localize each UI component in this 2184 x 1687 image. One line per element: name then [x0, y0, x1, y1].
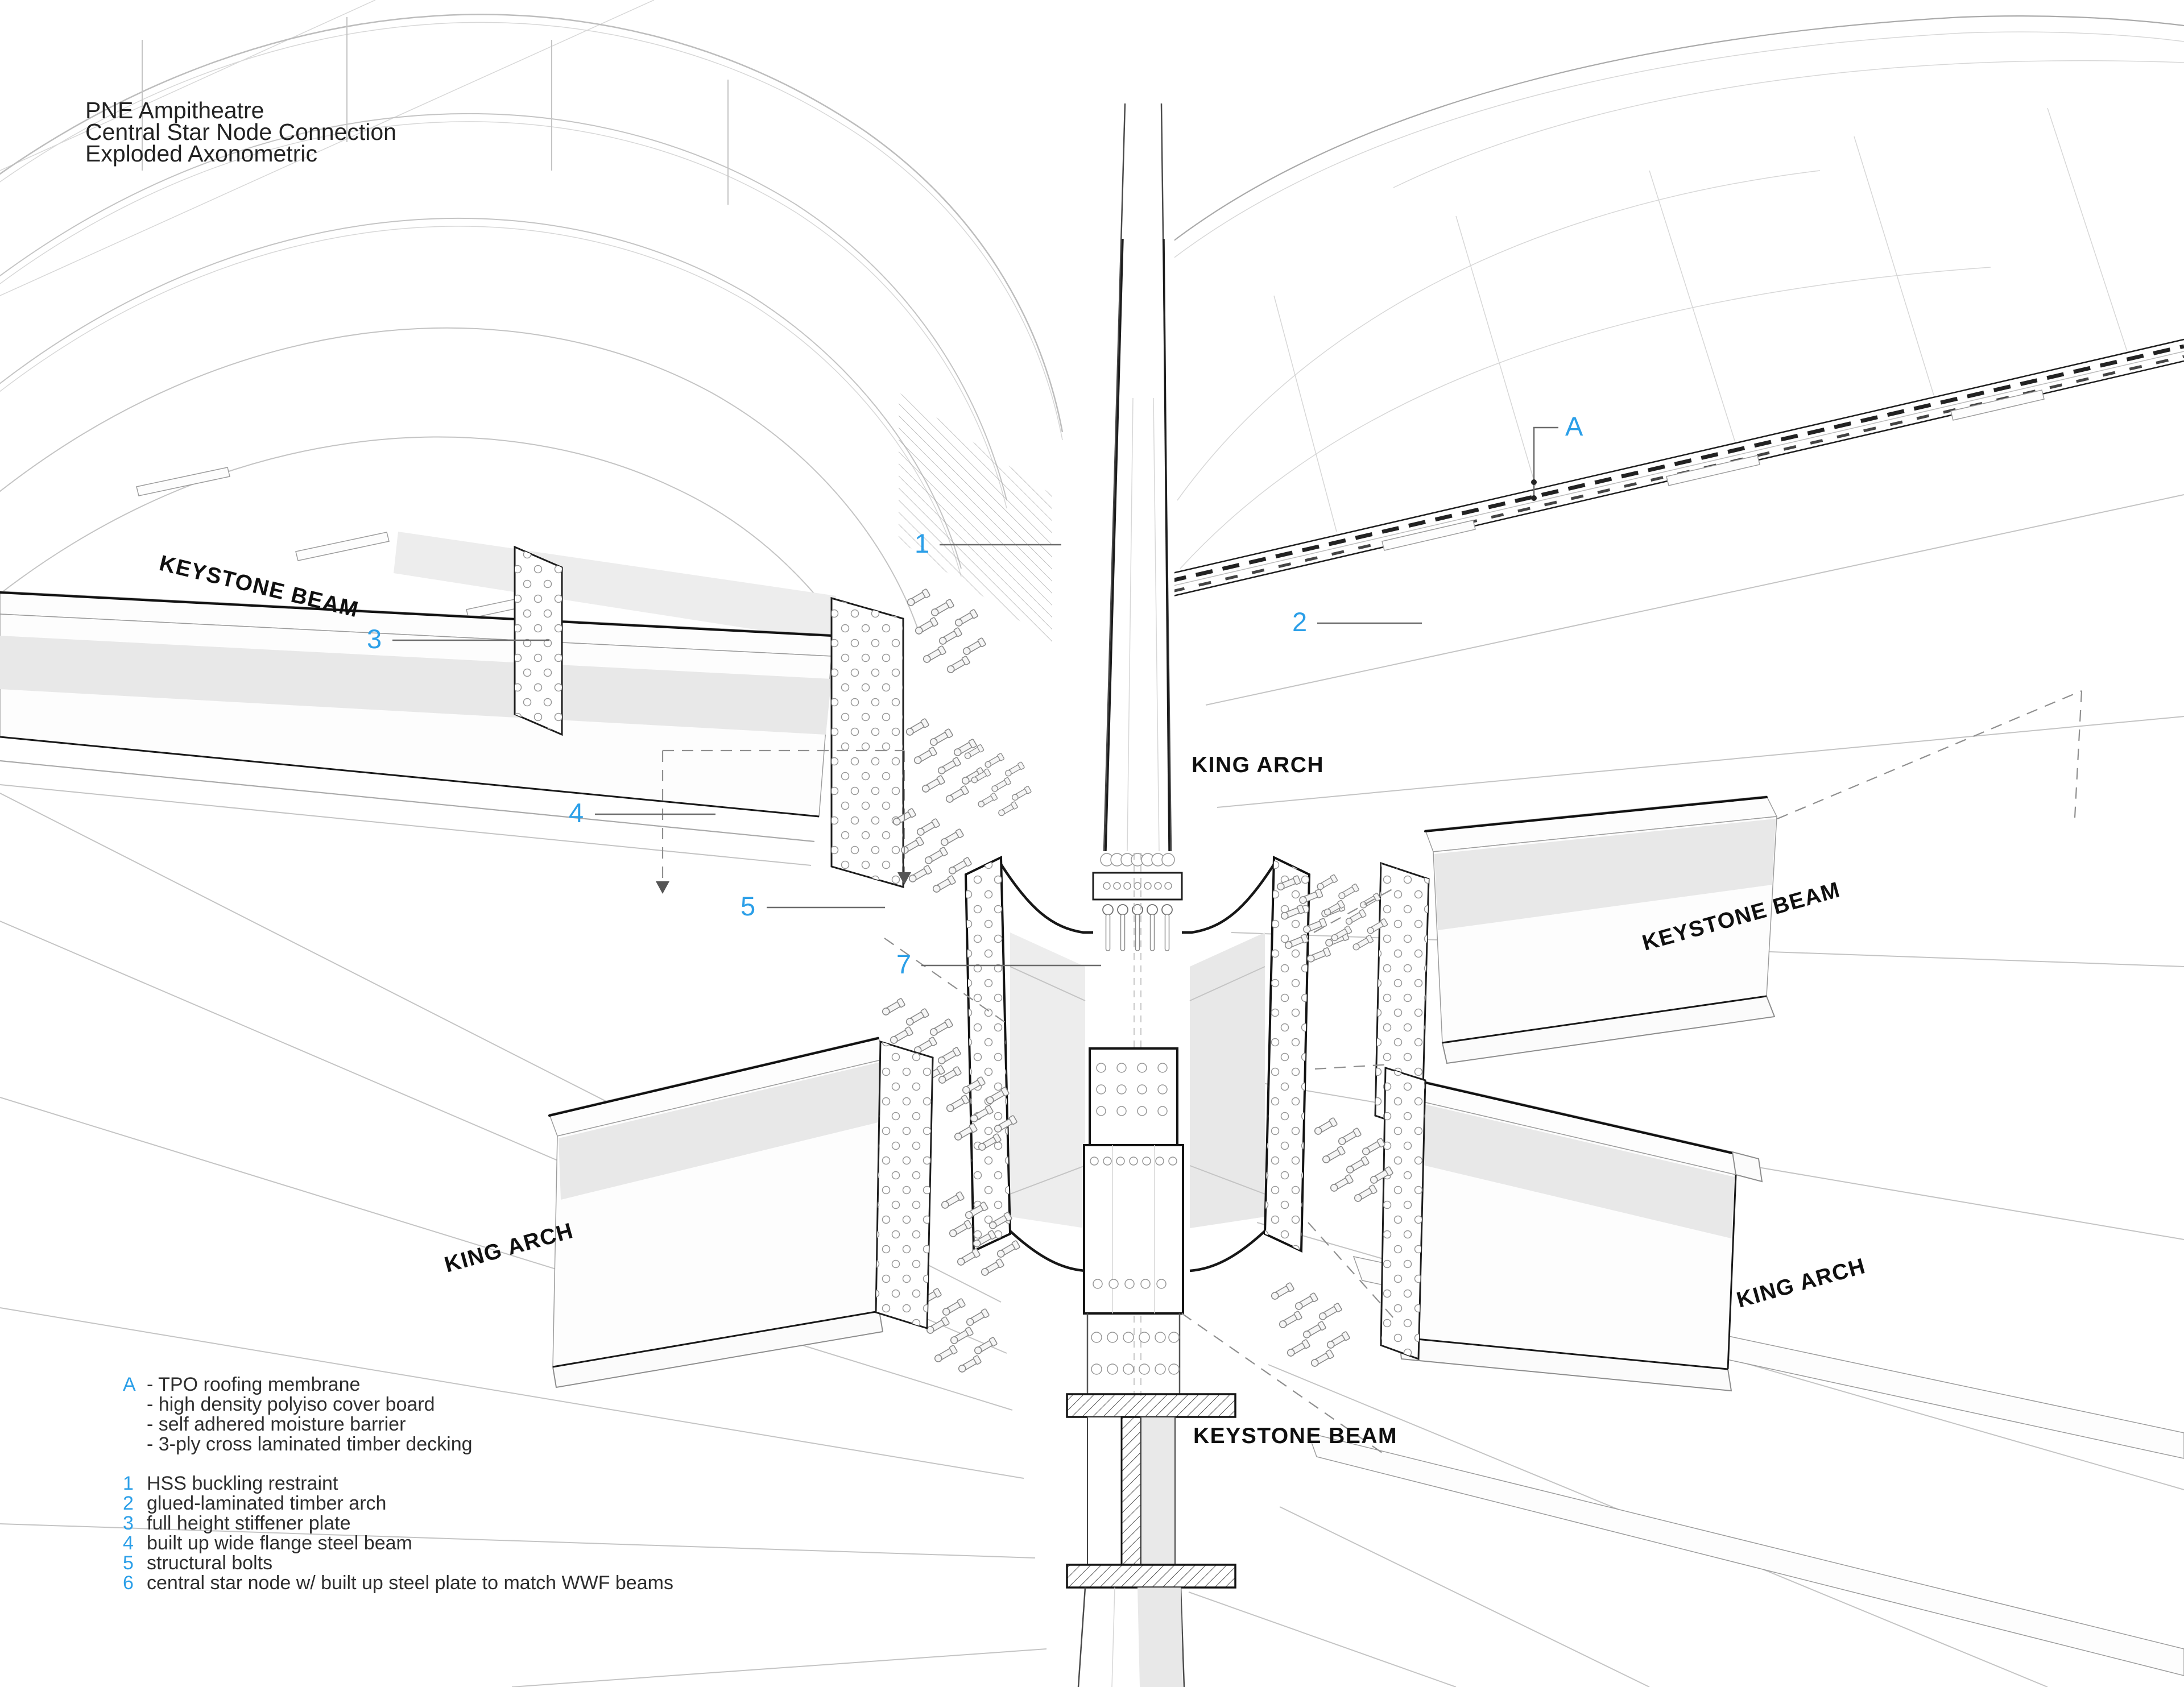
legend-item-2: glued-laminated timber arch: [147, 1493, 386, 1514]
keystone-beam-section: [1066, 1393, 1236, 1687]
projection-lines: [656, 690, 2083, 1453]
callout-2-key: 2: [1292, 607, 1307, 637]
hss-buckling-restraint-hatch: [899, 392, 1052, 643]
callout-a: A: [1531, 411, 1583, 501]
keystone-beam-end-plate: [830, 597, 904, 888]
legend-item-1: HSS buckling restraint: [147, 1473, 338, 1494]
king-arch-beam-left-end-plate: [875, 1040, 934, 1330]
king-arch-beam-right-end-plate: [1380, 1066, 1426, 1361]
title-line-1: PNE Ampitheatre: [85, 97, 264, 123]
edge-beam: [1307, 1432, 2184, 1676]
legend-item-4: built up wide flange steel beam: [147, 1532, 412, 1554]
legend-a-item-2: - self adhered moisture barrier: [147, 1414, 406, 1435]
legend-item-5: structural bolts: [147, 1552, 272, 1574]
central-star-node: [881, 744, 1357, 1687]
callout-5: 5: [741, 891, 885, 921]
label-king-arch-center: KING ARCH: [1192, 753, 1324, 777]
legend-a-item-1: - high density polyiso cover board: [147, 1394, 435, 1415]
legend-key-a: A: [123, 1374, 136, 1395]
legend-a-item-0: - TPO roofing membrane: [147, 1374, 360, 1395]
legend-item-6: central star node w/ built up steel plat…: [147, 1572, 673, 1594]
label-keystone-beam-bottom: KEYSTONE BEAM: [1193, 1424, 1397, 1448]
label-king-arch-right: KING ARCH: [1734, 1254, 1868, 1313]
legend-key-4: 4: [123, 1532, 134, 1554]
node-top-bolt-row: [1100, 853, 1175, 867]
node-wing-plate-left: [964, 855, 1012, 1253]
callout-4-key: 4: [569, 798, 584, 828]
bolt-cluster: [963, 744, 1031, 817]
left-roof-arches: [0, 0, 1064, 689]
title-block: PNE Ampitheatre Central Star Node Connec…: [85, 97, 396, 167]
callout-3-key: 3: [367, 624, 382, 654]
title-line-2: Central Star Node Connection: [85, 119, 396, 145]
bolt-cluster: [1313, 1117, 1393, 1203]
keystone-beam-right-member: [1316, 795, 1778, 1133]
legend-key-1: 1: [123, 1473, 134, 1494]
splice-plate-upper: [1089, 1047, 1178, 1146]
legend-key-2: 2: [123, 1493, 134, 1514]
purlin-rod: [295, 532, 390, 561]
callout-a-key: A: [1565, 411, 1583, 441]
legend-item-3: full height stiffener plate: [147, 1512, 351, 1534]
roof-buildup-edge: [1167, 338, 2184, 597]
title-line-3: Exploded Axonometric: [85, 140, 317, 167]
callout-7: 7: [896, 949, 1101, 979]
keystone-beam-right-end-plate: [1374, 861, 1430, 1133]
purlin-rod: [136, 467, 230, 496]
callout-1-key: 1: [915, 528, 929, 558]
bolt-cluster: [1270, 1282, 1350, 1368]
keystone-beam-left-member: [0, 532, 986, 894]
legend-a-item-3: - 3-ply cross laminated timber decking: [147, 1433, 473, 1455]
splice-plate-lower: [1083, 1144, 1184, 1315]
bolt-cluster: [906, 588, 986, 674]
bolt-cluster: [905, 718, 985, 804]
callout-2: 2: [1292, 607, 1422, 637]
king-arch-beam-right: [1313, 1066, 1763, 1392]
king-arch-column: [1101, 101, 1174, 853]
bolt-cluster: [917, 1288, 998, 1374]
legend-key-6: 6: [123, 1572, 134, 1594]
callout-7-key: 7: [896, 949, 911, 979]
callout-1: 1: [915, 528, 1061, 558]
callout-3: 3: [367, 624, 549, 654]
legend: A - TPO roofing membrane - high density …: [123, 1374, 673, 1594]
king-arch-beam-left: [548, 1037, 1020, 1388]
legend-key-5: 5: [123, 1552, 134, 1574]
legend-key-3: 3: [123, 1512, 134, 1534]
node-wing-plate-right: [1263, 855, 1311, 1253]
callout-5-key: 5: [741, 891, 755, 921]
callout-4: 4: [569, 798, 715, 828]
